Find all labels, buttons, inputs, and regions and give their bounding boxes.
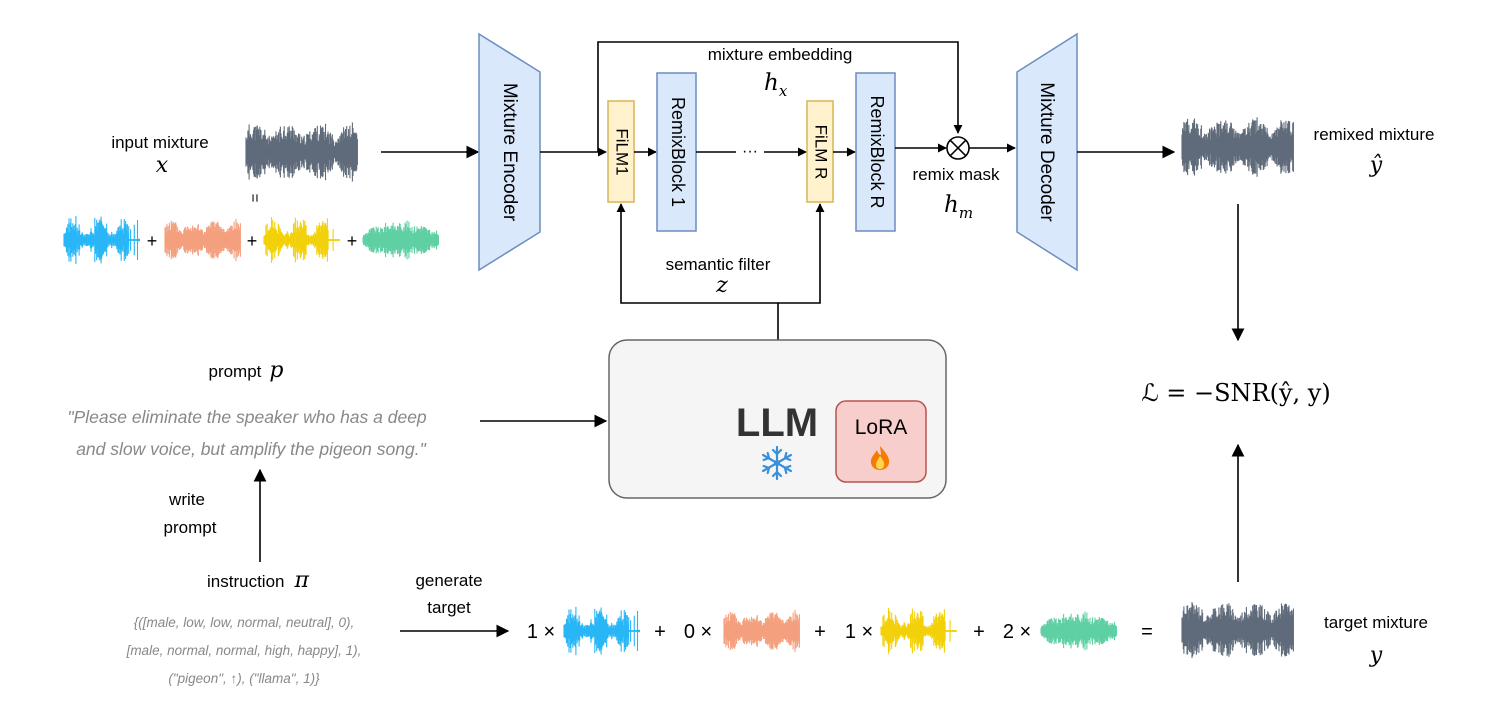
remixblockR-block [855, 72, 896, 232]
mixture-encoder-label: Mixture Encoder [499, 83, 520, 222]
input-mixture-waveform [245, 122, 358, 182]
mixture-decoder-block [1016, 32, 1078, 272]
ellipsis: ··· [742, 143, 758, 160]
source-waveform-green [362, 220, 439, 260]
llm-label: LLM [736, 401, 818, 445]
remixblock1-block [656, 72, 697, 232]
remixed-mixture-var: ŷ [1369, 153, 1383, 178]
z-var: z [715, 273, 728, 298]
target-mixture-label: target mixture [1324, 613, 1428, 632]
plus-sign: + [147, 231, 158, 251]
semantic-filter-line-film1 [616, 203, 779, 340]
lora-box [835, 400, 927, 483]
target-mixture-var: y [1369, 643, 1383, 668]
generate-label: generate [415, 571, 482, 590]
instruction-text-line1: {([male, low, low, normal, neutral], 0), [134, 615, 355, 630]
equals-rotated-sign: = [246, 194, 263, 203]
write-prompt-label: prompt [164, 518, 217, 537]
h-m-symbol: hm [944, 192, 973, 222]
prompt-text-line2: and slow voice, but amplify the pigeon s… [76, 439, 426, 459]
mixture-embedding-label: mixture embedding [708, 45, 853, 64]
coef-term-4: 2 × [1003, 621, 1031, 643]
multiply-node [946, 136, 970, 160]
semantic-filter-label: semantic filter [666, 255, 771, 274]
equals-sign: = [1141, 621, 1153, 643]
input-mixture-var: x [156, 153, 169, 178]
coef-term-2: 0 × [684, 621, 712, 643]
lora-label: LoRA [855, 416, 908, 439]
film1-block [607, 100, 635, 203]
input-mixture-label: input mixture [111, 133, 208, 152]
h-x-symbol: hx [764, 70, 788, 100]
remixed-mixture-waveform [1181, 117, 1294, 177]
snowflake-icon [762, 445, 792, 481]
coef-term-1: 1 × [527, 621, 555, 643]
instruction-text-line2: [male, normal, normal, high, happy], 1), [126, 643, 362, 658]
remixblockR-label: RemixBlock R [867, 95, 887, 208]
source-waveform-orange [164, 218, 241, 262]
plus-sign: + [247, 231, 258, 251]
plus-sign: + [347, 231, 358, 251]
fire-icon [870, 446, 890, 470]
filmR-label: FiLM R [812, 125, 831, 180]
plus-sign: + [814, 621, 826, 643]
target-waveform-blue [563, 606, 640, 656]
film1-label: FiLM1 [613, 128, 632, 175]
plus-sign: + [654, 621, 666, 643]
remix-mask-label: remix mask [913, 165, 1000, 184]
plus-sign: + [973, 621, 985, 643]
remixed-mixture-label: remixed mixture [1314, 125, 1435, 144]
write-label: write [168, 490, 205, 509]
mixture-encoder-block [478, 32, 541, 272]
target-label: target [427, 598, 471, 617]
target-waveform-green [1040, 611, 1117, 651]
instruction-text-line3: ("pigeon", ↑), ("llama", 1)} [168, 671, 320, 686]
semantic-filter-line-filmR [778, 203, 825, 304]
source-waveform-blue [63, 215, 140, 265]
remixblock1-label: RemixBlock 1 [668, 97, 688, 207]
target-waveform-orange [723, 609, 800, 653]
mixture-embedding-skip-line [597, 41, 963, 152]
source-waveform-yellow [263, 217, 340, 263]
target-waveform-yellow [880, 608, 957, 654]
loss-formula: ℒ = −SNR(ŷ, y) [1141, 379, 1330, 407]
target-mixture-waveform [1181, 602, 1294, 658]
prompt-text-line1: "Please eliminate the speaker who has a … [67, 407, 427, 427]
mixture-decoder-label: Mixture Decoder [1036, 82, 1057, 222]
coef-term-3: 1 × [845, 621, 873, 643]
